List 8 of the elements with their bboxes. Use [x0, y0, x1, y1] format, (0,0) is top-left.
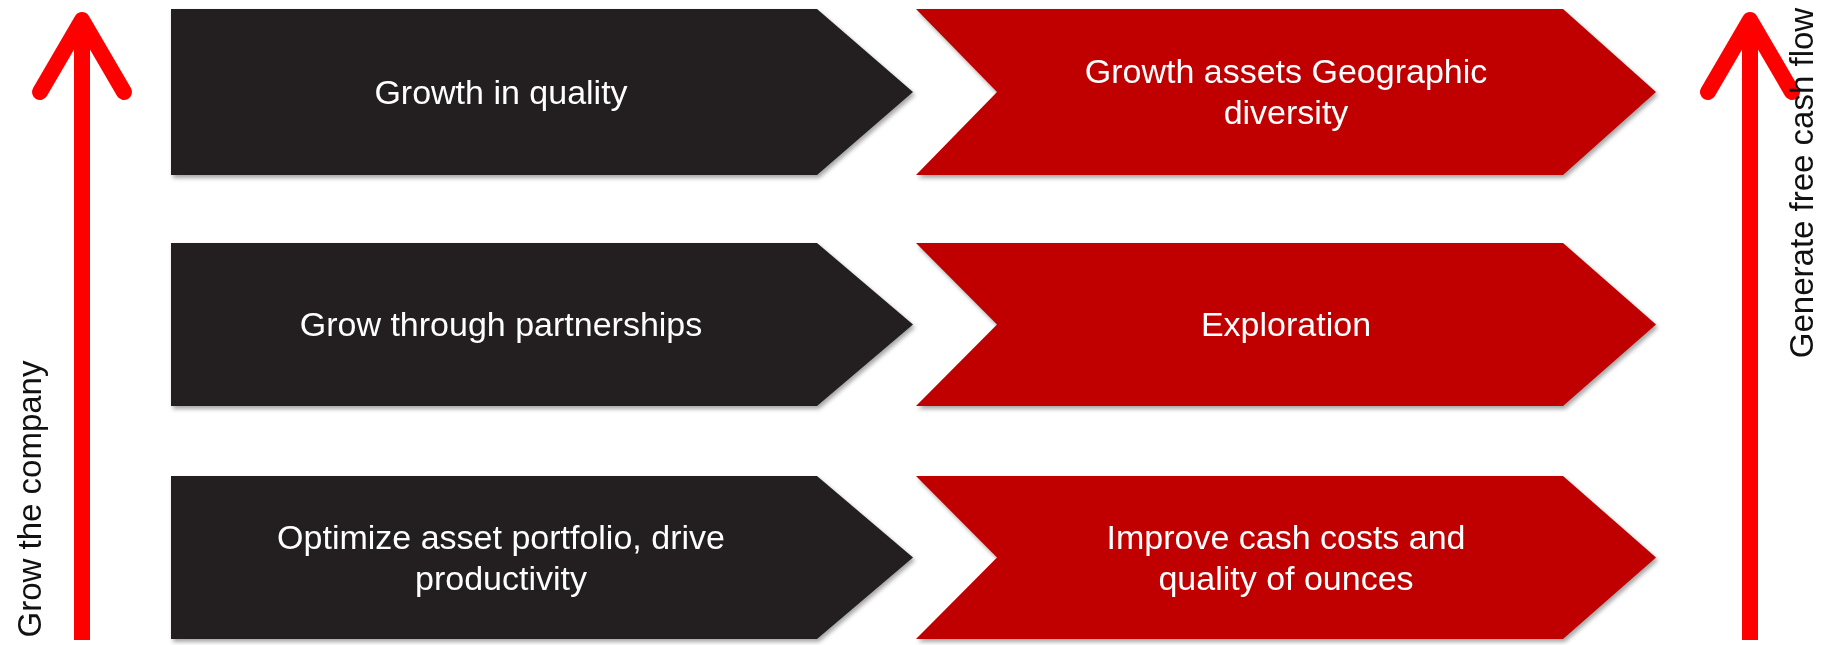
- step-text: Growth in quality: [374, 71, 628, 113]
- step-text: Improve cash costs and quality of ounces: [1105, 516, 1467, 599]
- step-text: Growth assets Geographic diversity: [1083, 51, 1489, 133]
- axis-label: Grow the company: [11, 360, 49, 637]
- axis-label: Generate free cash flow: [1783, 7, 1822, 359]
- step-text: Grow through partnerships: [299, 304, 703, 345]
- step-text: Optimize asset portfolio, drive productivity: [276, 516, 726, 599]
- step-text: Exploration: [1200, 304, 1372, 345]
